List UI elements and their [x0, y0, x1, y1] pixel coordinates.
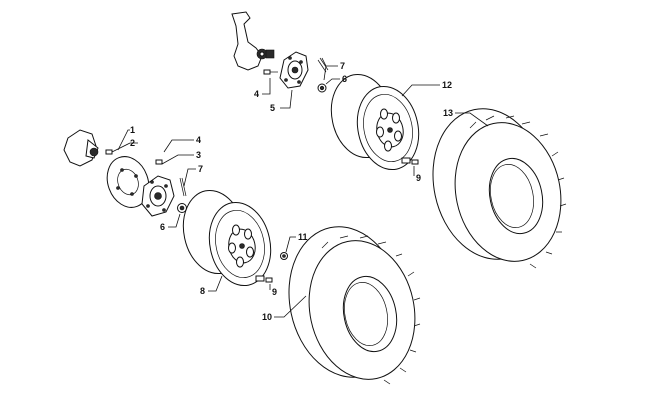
callout-7-lower: 7 — [198, 164, 203, 174]
lower-tire — [288, 226, 421, 385]
upper-stud — [263, 69, 278, 75]
callout-4-upper: 4 — [254, 89, 259, 99]
lug-nut — [280, 252, 288, 260]
lower-rim — [182, 189, 272, 287]
callout-13: 13 — [443, 108, 453, 118]
lower-cotter-pin — [179, 177, 187, 197]
upper-nut — [317, 83, 327, 93]
brake-disc — [106, 156, 150, 208]
callout-6-upper: 6 — [342, 74, 347, 84]
upper-rim — [330, 73, 420, 171]
callout-10: 10 — [262, 312, 272, 322]
callout-12: 12 — [442, 80, 452, 90]
lower-valve-stem — [255, 275, 273, 283]
callout-1: 1 — [130, 125, 135, 135]
leader-lines — [111, 57, 489, 318]
upper-valve-stem — [401, 157, 419, 165]
lower-hub — [141, 175, 175, 217]
callout-9-upper: 9 — [416, 173, 421, 183]
callout-8: 8 — [200, 286, 205, 296]
upper-tire — [432, 108, 567, 269]
callout-7-upper: 7 — [340, 61, 345, 71]
callout-5: 5 — [270, 103, 275, 113]
lower-steering-knuckle — [63, 129, 99, 167]
callout-4-lower: 4 — [196, 135, 201, 145]
callout-11: 11 — [298, 232, 308, 242]
upper-hub — [279, 51, 309, 89]
callout-3: 3 — [196, 150, 201, 160]
upper-steering-knuckle — [231, 11, 275, 71]
callout-9-lower: 9 — [272, 287, 277, 297]
callout-6-lower: 6 — [160, 222, 165, 232]
callout-2: 2 — [130, 138, 135, 148]
upper-cotter-pin — [317, 57, 329, 73]
callouts: 1 2 3 4 4 5 6 6 7 7 8 9 9 10 11 12 13 — [130, 61, 453, 322]
